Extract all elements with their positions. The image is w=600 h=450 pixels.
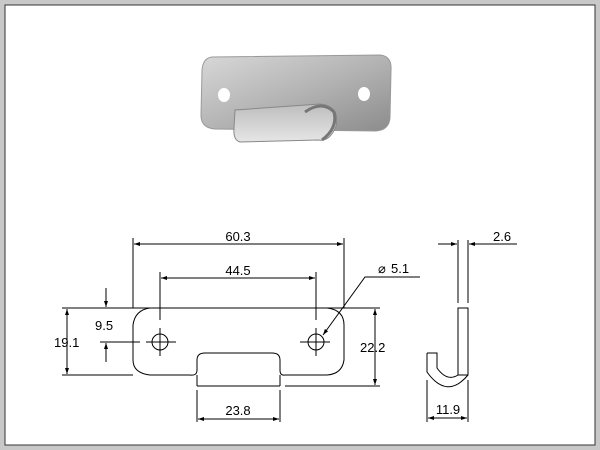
photo-hole-left [218,88,230,102]
side-view [426,240,517,422]
dim-tab-width: 23.8 [225,403,250,418]
dim-hole-offset: 9.5 [95,318,113,333]
photo-hole-right [358,87,370,101]
dim-total-height: 22.2 [360,340,385,355]
dim-hole-spacing: 44.5 [225,263,250,278]
product-photo [200,54,392,143]
dim-hole-diameter: 5.1 [391,261,409,276]
dim-overall-length: 60.3 [225,229,250,244]
dim-thickness: 2.6 [493,229,511,244]
dim-diameter-symbol: ⌀ [378,261,386,276]
dim-plate-height: 19.1 [54,335,79,350]
dim-hook-depth: 11.9 [436,402,460,417]
plate-outline [132,307,345,376]
front-view [62,238,420,422]
